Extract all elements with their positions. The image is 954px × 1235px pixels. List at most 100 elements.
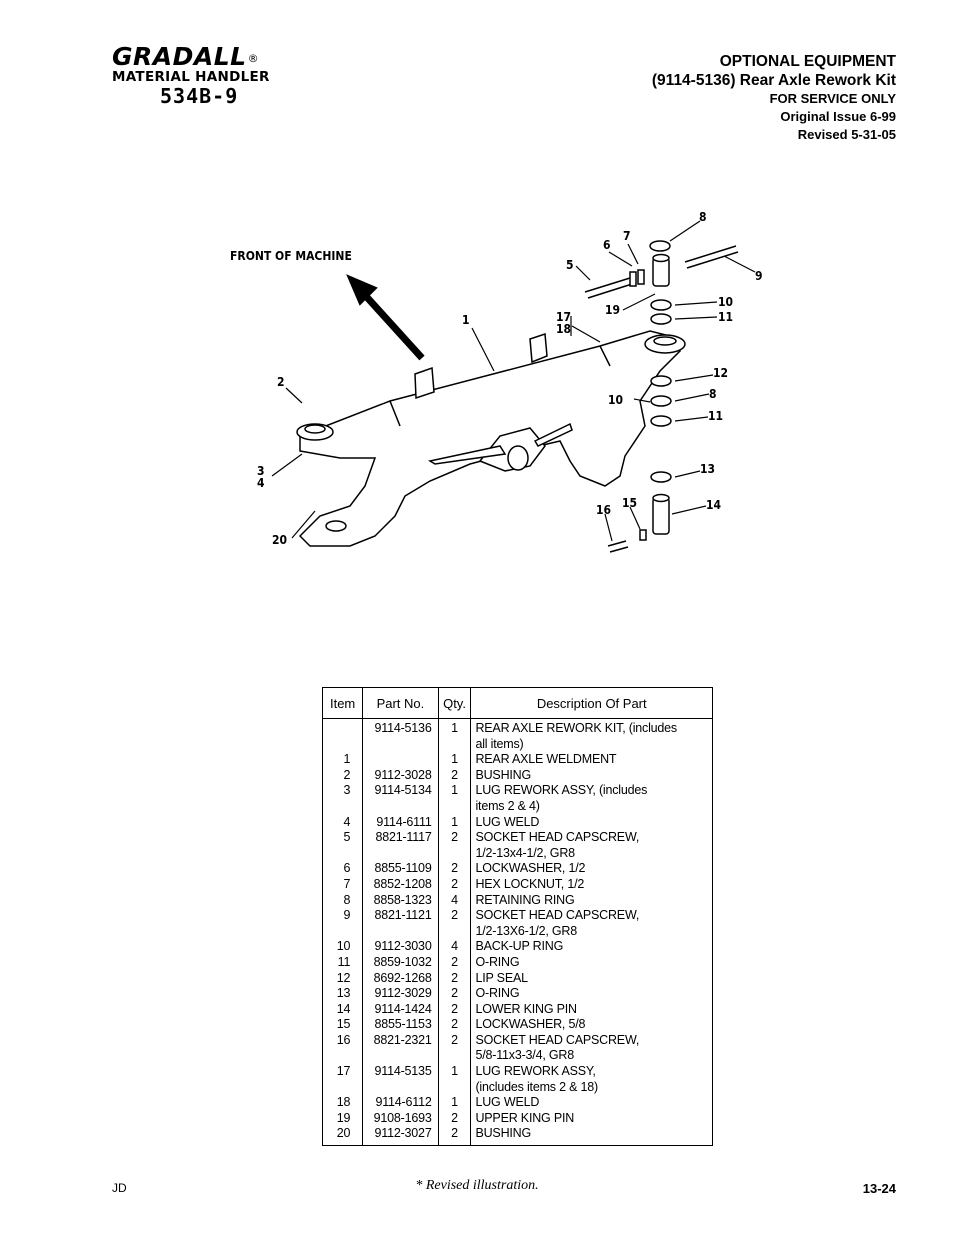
callout-11b: 11 [708, 409, 723, 423]
cell-qty: 4 [437, 892, 471, 909]
callout-18: 18 [556, 322, 571, 336]
cell-item: 15 [321, 1017, 363, 1033]
cell-description: RETAINING RING [470, 892, 713, 909]
cell-part-no: 8852-1208 [362, 876, 439, 893]
cell-item: 16 [321, 1032, 363, 1065]
cell-part-no: 9112-3027 [362, 1126, 439, 1146]
callout-numbers: 1 2 3 4 5 6 7 8 9 10 11 12 8 10 11 13 14… [257, 210, 763, 547]
callout-20: 20 [272, 533, 287, 547]
callout-1: 1 [462, 313, 470, 327]
cell-qty: 1 [437, 814, 471, 831]
page-header: OPTIONAL EQUIPMENT (9114-5136) Rear Axle… [652, 52, 896, 144]
callout-11: 11 [718, 310, 733, 324]
cell-description: SOCKET HEAD CAPSCREW, 5/8-11x3-3/4, GR8 [470, 1032, 713, 1065]
cell-item: 14 [321, 1001, 363, 1018]
cell-part-no [362, 752, 439, 768]
cell-description: REAR AXLE WELDMENT [470, 752, 713, 768]
cell-description: BUSHING [470, 1126, 713, 1146]
original-issue: Original Issue 6-99 [780, 109, 896, 124]
cell-item: 11 [321, 954, 363, 971]
callout-3: 3 [257, 464, 265, 478]
callout-8b: 8 [709, 387, 717, 401]
cell-part-no: 9112-3028 [362, 767, 439, 784]
callout-12: 12 [713, 366, 728, 380]
cell-item: 10 [321, 939, 363, 955]
cell-description: LOWER KING PIN [470, 1001, 713, 1018]
callouts [271, 220, 756, 542]
cell-item: 3 [321, 783, 363, 815]
cell-description: LOCKWASHER, 1/2 [470, 861, 713, 877]
callout-6: 6 [603, 238, 611, 252]
cell-part-no: 8858-1323 [362, 892, 439, 909]
callout-19: 19 [605, 303, 620, 317]
cell-part-no: 8859-1032 [362, 954, 439, 971]
cell-part-no: 8692-1268 [362, 970, 439, 987]
callout-13: 13 [700, 462, 715, 476]
cell-description: LUG WELD [470, 1095, 713, 1111]
revised-illustration-note: * Revised illustration. [415, 1178, 539, 1193]
cell-part-no: 9114-6111 [362, 814, 439, 831]
cell-qty: 2 [437, 1126, 471, 1146]
cell-description: SOCKET HEAD CAPSCREW, 1/2-13X6-1/2, GR8 [470, 908, 713, 940]
callout-10: 10 [718, 295, 733, 309]
parts-table: Item Part No. Qty. Description Of Part 9… [321, 687, 713, 1147]
cell-description: LOCKWASHER, 5/8 [470, 1017, 713, 1033]
cell-item: 18 [321, 1095, 363, 1111]
cell-qty: 1 [437, 718, 471, 753]
logo-brand: GRADALL® [112, 42, 260, 71]
cell-description: BACK-UP RING [470, 939, 713, 955]
footer-code: JD [112, 1181, 127, 1195]
cell-part-no: 9114-6112 [362, 1095, 439, 1111]
cell-qty: 2 [437, 861, 471, 877]
cell-part-no: 8855-1109 [362, 861, 439, 877]
callout-8: 8 [699, 210, 707, 224]
cell-qty: 2 [437, 1017, 471, 1033]
parts-table-header: Item Part No. Qty. Description Of Part [321, 687, 713, 719]
cell-item: 13 [321, 986, 363, 1002]
king-pin-stack [584, 240, 739, 553]
cell-item: 6 [321, 861, 363, 877]
cell-item: 5 [321, 830, 363, 862]
cell-description: O-RING [470, 954, 713, 971]
service-note: FOR SERVICE ONLY [769, 91, 896, 106]
page-number: 13-24 [862, 1181, 896, 1196]
cell-item: 9 [321, 908, 363, 940]
callout-4: 4 [257, 476, 265, 490]
cell-part-no: 8821-2321 [362, 1032, 439, 1065]
cell-item: 12 [321, 970, 363, 987]
cell-description: O-RING [470, 986, 713, 1002]
callout-5: 5 [566, 258, 574, 272]
cell-item: 17 [321, 1064, 363, 1096]
cell-description: LIP SEAL [470, 970, 713, 987]
cell-part-no: 9114-5135 [362, 1064, 439, 1096]
cell-qty: 2 [437, 876, 471, 893]
cell-part-no: 9114-5136 [362, 718, 439, 753]
cell-qty: 1 [437, 1095, 471, 1111]
revised-date: Revised 5-31-05 [797, 127, 896, 142]
header-part-no: Part No. [362, 687, 439, 719]
front-arrow [346, 274, 425, 361]
cell-description: LUG REWORK ASSY, (includes items 2 & 4) [470, 783, 713, 815]
cell-item: 20 [321, 1126, 363, 1146]
cell-item: 2 [321, 767, 363, 784]
callout-16: 16 [596, 503, 611, 517]
cell-item: 7 [321, 876, 363, 893]
cell-part-no: 9112-3030 [362, 939, 439, 955]
logo-subtitle: MATERIAL HANDLER [112, 69, 270, 85]
